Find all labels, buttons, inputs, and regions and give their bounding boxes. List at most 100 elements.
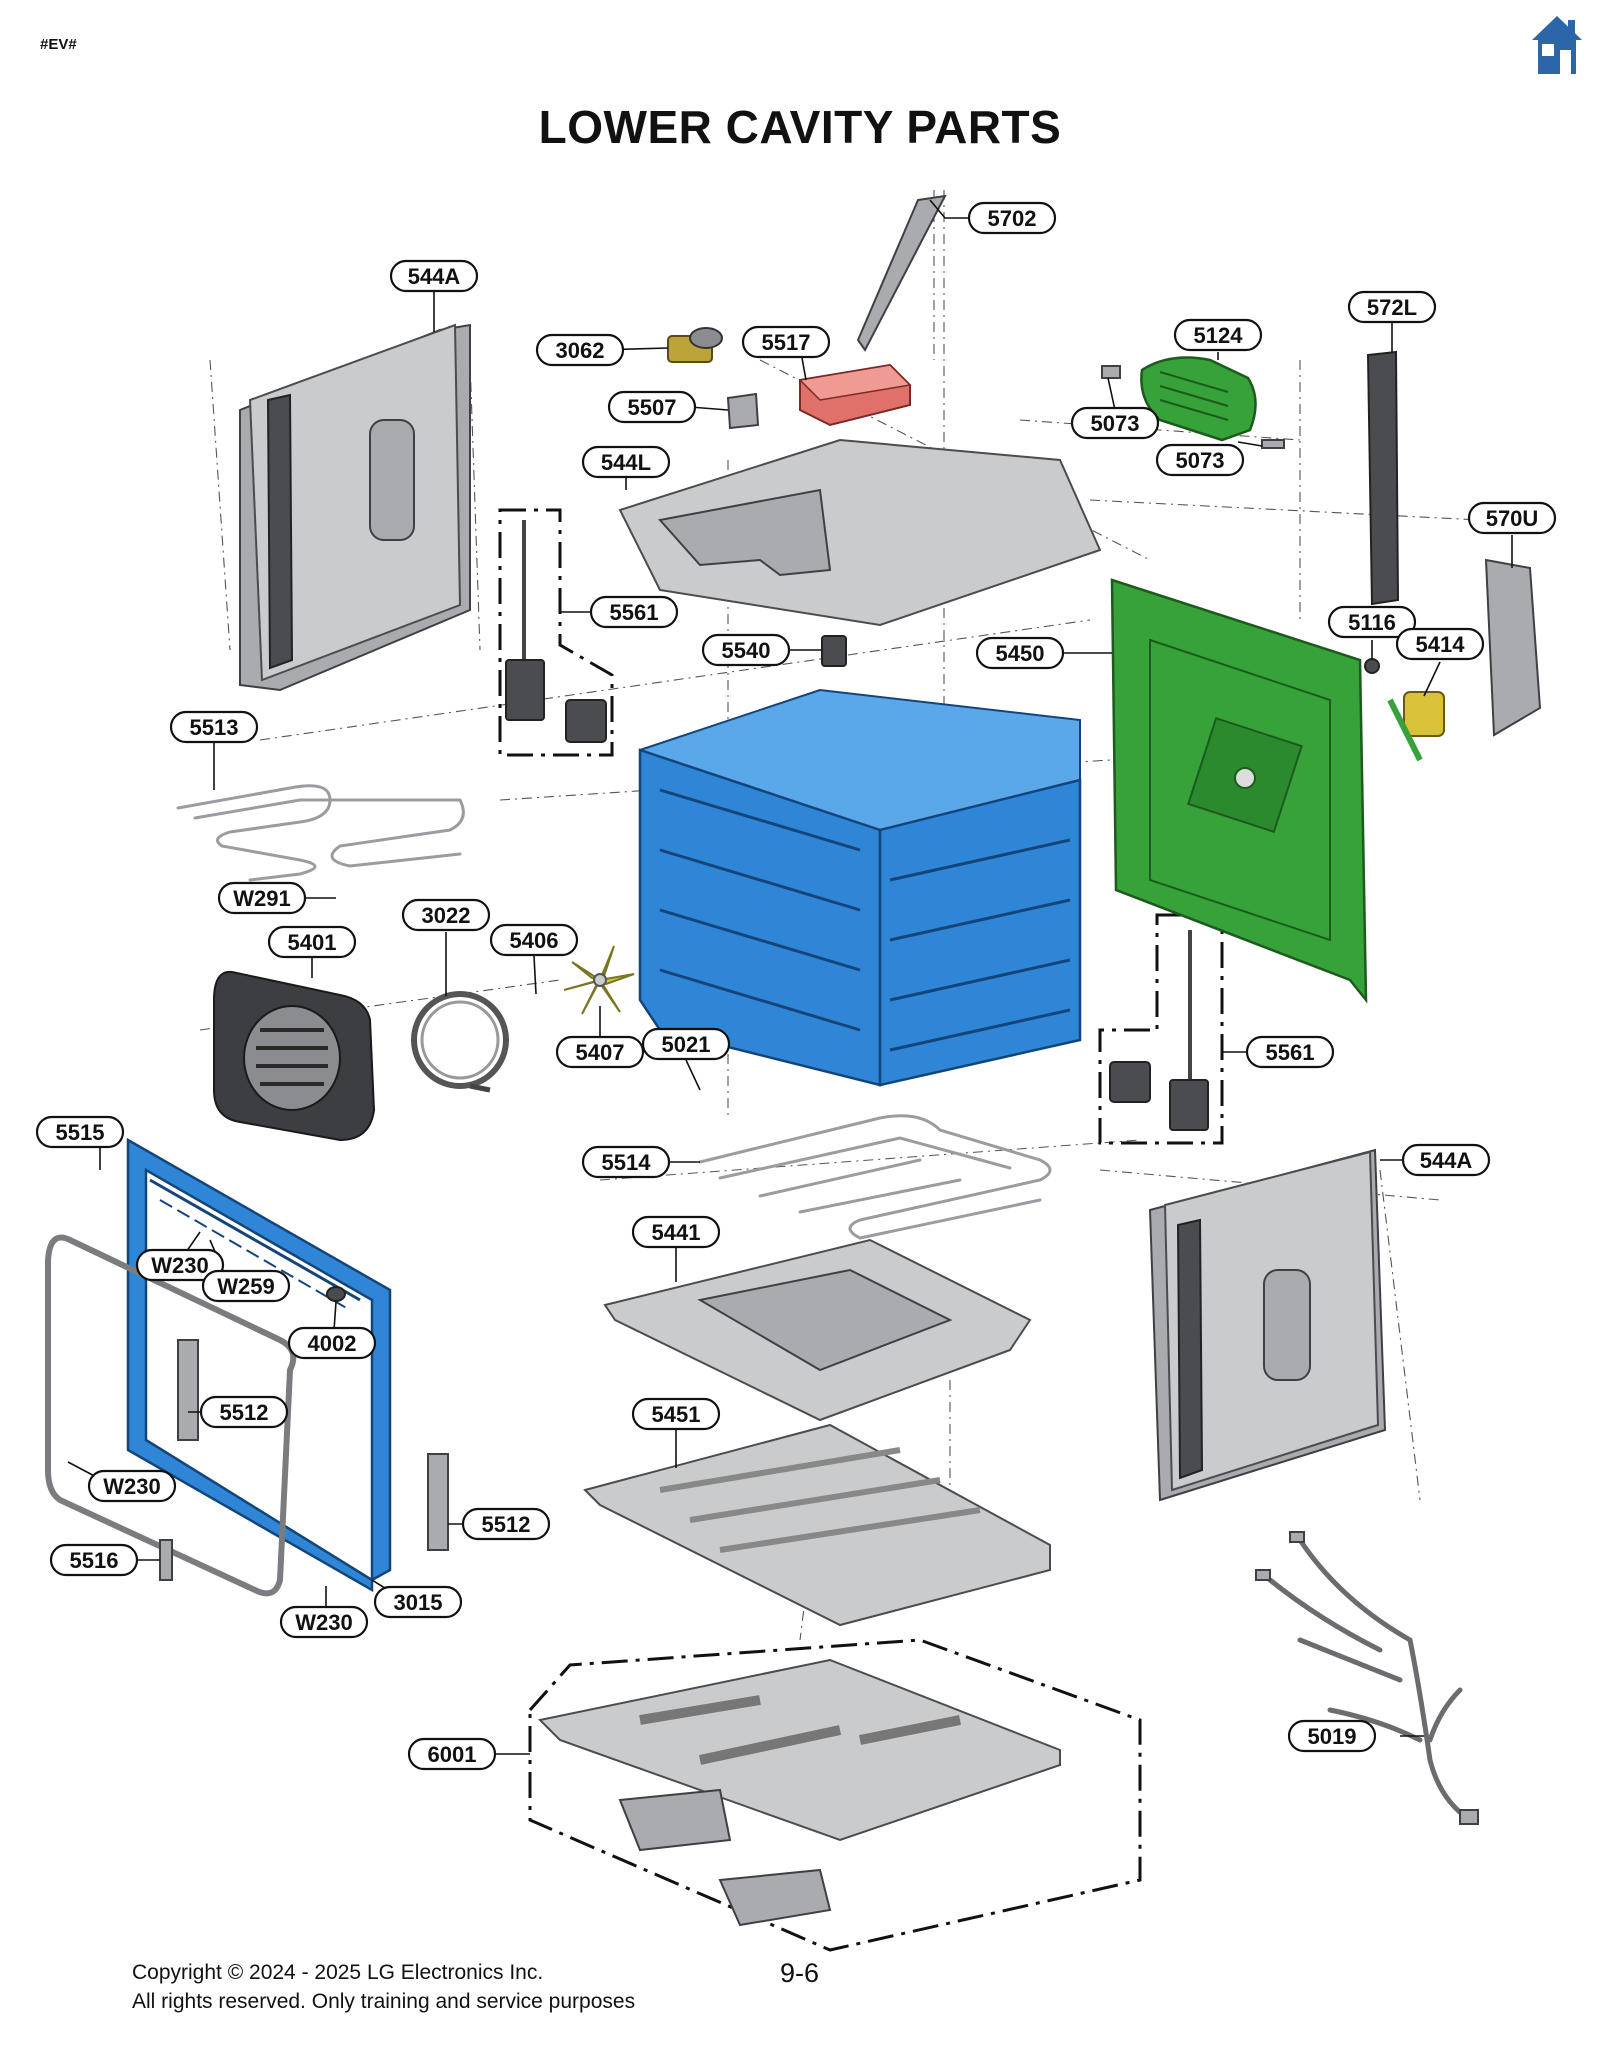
motor-3062 [667, 327, 723, 363]
part-5116 [1364, 658, 1380, 674]
part-callout-5513[interactable]: 5513 [169, 710, 259, 744]
part-5516-foot [159, 1539, 173, 1581]
part-callout-5561-top[interactable]: 5561 [589, 595, 679, 629]
part-callout-w230-c[interactable]: W230 [279, 1605, 369, 1639]
part-number-5019: 5019 [1308, 1724, 1357, 1749]
part-callout-570u[interactable]: 570U [1467, 501, 1557, 535]
harness-5561-top [505, 520, 607, 743]
part-callout-5514[interactable]: 5514 [581, 1145, 671, 1179]
wire-harness-5019 [1255, 1531, 1479, 1825]
part-number-5702: 5702 [988, 206, 1037, 231]
convection-element-3022 [411, 991, 509, 1093]
part-callout-544l[interactable]: 544L [581, 445, 671, 479]
part-number-3015: 3015 [394, 1590, 443, 1615]
part-callout-4002[interactable]: 4002 [287, 1326, 377, 1360]
harness-5561-top-group [498, 508, 614, 757]
part-callout-5517[interactable]: 5517 [741, 325, 831, 359]
part-number-5515: 5515 [56, 1120, 105, 1145]
part-callout-5401[interactable]: 5401 [267, 925, 357, 959]
part-callout-5073-a[interactable]: 5073 [1070, 406, 1160, 440]
part-number-5516: 5516 [70, 1548, 119, 1573]
part-callout-572l[interactable]: 572L [1347, 290, 1437, 324]
part-callout-544a-top[interactable]: 544A [389, 259, 479, 293]
part-callout-5540[interactable]: 5540 [701, 633, 791, 667]
part-callout-5561-bottom[interactable]: 5561 [1245, 1035, 1335, 1069]
part-callout-5516[interactable]: 5516 [49, 1543, 139, 1577]
part-number-5561-bottom: 5561 [1266, 1040, 1315, 1065]
part-callout-544a-bottom[interactable]: 544A [1401, 1143, 1491, 1177]
bracket-5702 [856, 194, 947, 352]
home-icon[interactable] [1530, 14, 1584, 76]
part-callout-5512-b[interactable]: 5512 [461, 1507, 551, 1541]
part-number-5540: 5540 [722, 638, 771, 663]
copyright-footer: Copyright © 2024 - 2025 LG Electronics I… [132, 1958, 635, 2016]
tray-5441 [603, 1238, 1032, 1422]
part-number-w259: W259 [217, 1274, 274, 1299]
part-number-544l: 544L [601, 450, 651, 475]
page-title: LOWER CAVITY PARTS [538, 101, 1062, 153]
part-callout-5515[interactable]: 5515 [35, 1115, 125, 1149]
bracket-5507 [726, 392, 760, 430]
sensor-5414 [1387, 691, 1445, 762]
part-callout-5451[interactable]: 5451 [631, 1397, 721, 1431]
part-callout-5116[interactable]: 5116 [1327, 605, 1417, 639]
part-number-5561-top: 5561 [610, 600, 659, 625]
part-number-5073-a: 5073 [1091, 411, 1140, 436]
document-tag: #EV# [40, 36, 77, 53]
part-callout-w230-b[interactable]: W230 [87, 1469, 177, 1503]
part-callout-5450[interactable]: 5450 [975, 636, 1065, 670]
part-callout-w259[interactable]: W259 [201, 1269, 291, 1303]
bottom-assembly-6001 [537, 1658, 1061, 1927]
door-frame [126, 1137, 392, 1593]
part-number-5124: 5124 [1194, 323, 1244, 348]
bracket-5073-b [1261, 439, 1285, 449]
part-callout-5073-b[interactable]: 5073 [1155, 443, 1245, 477]
bracket-5073-a [1101, 365, 1121, 379]
broil-element-5513 [176, 784, 465, 882]
part-number-5401: 5401 [288, 930, 337, 955]
part-callout-3015[interactable]: 3015 [373, 1585, 463, 1619]
part-number-3062: 3062 [556, 338, 605, 363]
part-callout-w291[interactable]: W291 [217, 881, 307, 915]
part-callout-5406[interactable]: 5406 [489, 923, 579, 957]
part-callout-3022[interactable]: 3022 [401, 898, 491, 932]
copyright-line-1: Copyright © 2024 - 2025 LG Electronics I… [132, 1961, 544, 1984]
part-number-5073-b: 5073 [1176, 448, 1225, 473]
part-callout-w230-a[interactable]: W230 [135, 1248, 225, 1282]
part-number-5451: 5451 [652, 1402, 701, 1427]
part-callout-6001[interactable]: 6001 [407, 1737, 497, 1771]
part-number-544a-bottom: 544A [1420, 1148, 1473, 1173]
part-callout-5441[interactable]: 5441 [631, 1215, 721, 1249]
part-callout-5019[interactable]: 5019 [1287, 1719, 1377, 1753]
top-plate-544L [618, 438, 1102, 627]
part-callout-5021[interactable]: 5021 [641, 1027, 731, 1061]
module-box-5517 [798, 363, 912, 427]
part-callout-5507[interactable]: 5507 [607, 390, 697, 424]
part-callout-5512-a[interactable]: 5512 [199, 1395, 289, 1429]
part-callout-3062[interactable]: 3062 [535, 333, 625, 367]
page-number: 9-6 [780, 1958, 820, 1988]
blower-5124 [1140, 356, 1257, 442]
part-number-5414: 5414 [1416, 632, 1466, 657]
part-callout-5702[interactable]: 5702 [967, 201, 1057, 235]
floor-plate-5451 [583, 1423, 1051, 1627]
bake-element-5514 [698, 1114, 1052, 1240]
part-number-w291: W291 [233, 886, 290, 911]
copyright-line-2: All rights reserved. Only training and s… [132, 1990, 636, 2013]
part-number-5116: 5116 [1348, 610, 1396, 635]
duct-570U [1484, 558, 1542, 737]
part-number-w230-a: W230 [151, 1253, 208, 1278]
part-callout-5124[interactable]: 5124 [1173, 318, 1263, 352]
part-number-570u: 570U [1486, 506, 1539, 531]
part-number-5512-a: 5512 [220, 1400, 269, 1425]
oven-cavity [638, 688, 1082, 1087]
part-number-5450: 5450 [996, 641, 1045, 666]
part-callout-5407[interactable]: 5407 [555, 1035, 645, 1069]
part-callout-5414[interactable]: 5414 [1395, 627, 1485, 661]
part-number-w230-b: W230 [103, 1474, 160, 1499]
hinge-5512-b [427, 1453, 449, 1551]
side-panel-544A-bottom [1148, 1148, 1387, 1502]
side-panel-544A-top [239, 323, 471, 692]
part-number-5512-b: 5512 [482, 1512, 531, 1537]
